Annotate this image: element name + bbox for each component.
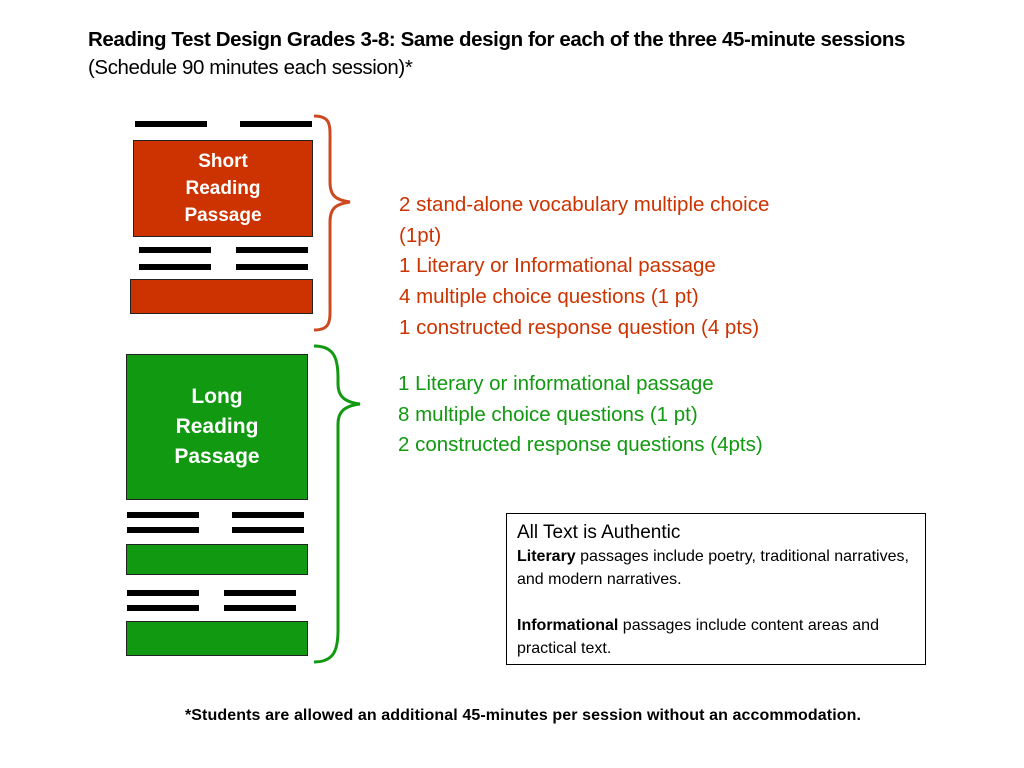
short-brace [313,114,351,332]
question-bar [139,247,211,253]
long-section-details: 1 Literary or informational passage 8 mu… [398,369,763,461]
detail-line: 1 Literary or Informational passage [399,254,716,278]
note-literary-term: Literary [517,548,576,565]
question-bar [224,605,296,611]
long-passage-label: Long Reading Passage [174,385,260,468]
question-bar [127,605,199,611]
detail-line: 1 Literary or informational passage [398,372,714,395]
question-bar [127,527,199,533]
long-response-box-2 [126,621,308,656]
question-bar [139,264,211,270]
short-response-box [130,279,313,314]
note-literary: Literary passages include poetry, tradit… [517,545,915,591]
long-passage-box: Long Reading Passage [126,354,308,500]
note-informational-text: passages include content areas and pract… [517,617,879,657]
footer-note: *Students are allowed an additional 45-m… [184,707,862,724]
question-bar [232,527,304,533]
detail-line: 4 multiple choice questions (1 pt) [399,285,699,309]
detail-line: 2 constructed response questions (4pts) [398,433,763,457]
question-bar [127,590,199,596]
page-title: Reading Test Design Grades 3-8: Same des… [88,26,968,82]
detail-line: (1pt) [399,223,442,247]
note-informational: Informational passages include content a… [517,614,915,660]
detail-line: 2 stand-alone vocabulary multiple choice [399,193,770,216]
title-bold: Reading Test Design Grades 3-8: Same des… [88,28,906,51]
question-bar [240,121,312,127]
question-bar [232,512,304,518]
note-heading: All Text is Authentic [517,522,681,543]
note-box: All Text is Authentic Literary passages … [506,513,926,665]
question-bar [135,121,207,127]
question-bar [127,512,199,518]
note-informational-term: Informational [517,617,619,634]
short-passage-label: Short Reading Passage [184,151,262,226]
title-regular: (Schedule 90 minutes each session)* [88,56,413,79]
note-literary-text: passages include poetry, traditional nar… [517,548,909,588]
question-bar [236,247,308,253]
long-brace [313,344,361,664]
long-response-box-1 [126,544,308,575]
detail-line: 8 multiple choice questions (1 pt) [398,402,698,426]
question-bar [224,590,296,596]
short-passage-box: Short Reading Passage [133,140,313,237]
short-section-details: 2 stand-alone vocabulary multiple choice… [399,190,769,344]
question-bar [236,264,308,270]
detail-line: 1 constructed response question (4 pts) [399,315,760,339]
